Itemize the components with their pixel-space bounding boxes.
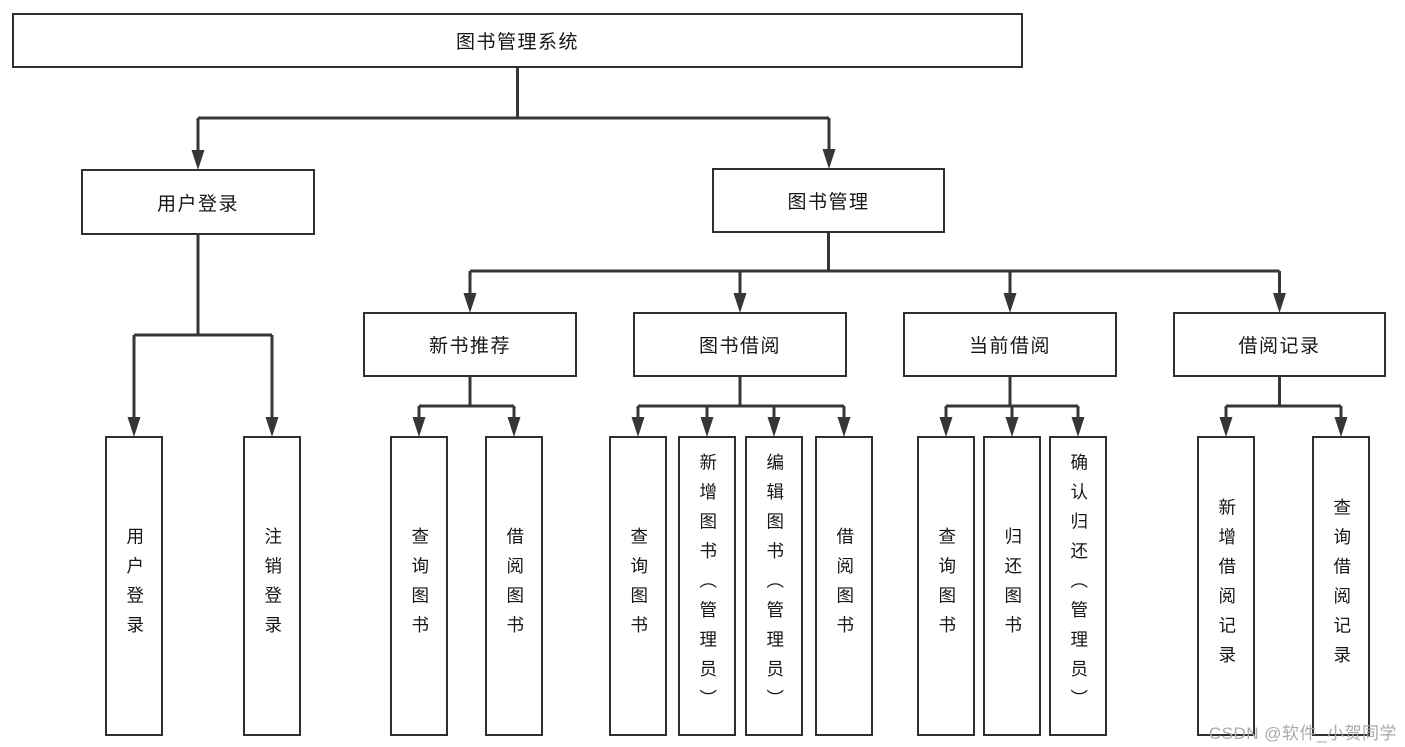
leaf-query-borrow-record-label: 查询借阅记录 (1331, 497, 1352, 675)
leaf-add-book-admin: 新增图书（管理员） (678, 436, 736, 736)
leaf-add-book-admin-label: 新增图书（管理员） (697, 453, 718, 719)
leaf-borrow-book-1-label: 借阅图书 (504, 527, 525, 645)
leaf-return-book-label: 归还图书 (1002, 527, 1023, 645)
leaf-add-borrow-record: 新增借阅记录 (1197, 436, 1255, 736)
leaf-user-login: 用户登录 (105, 436, 163, 736)
node-user-login: 用户登录 (81, 169, 315, 235)
node-root-label: 图书管理系统 (455, 32, 579, 53)
leaf-logout: 注销登录 (243, 436, 301, 736)
leaf-query-book-2-label: 查询图书 (628, 527, 649, 645)
node-borrow-records: 借阅记录 (1173, 312, 1386, 377)
leaf-confirm-return-admin: 确认归还（管理员） (1049, 436, 1107, 736)
leaf-add-borrow-record-label: 新增借阅记录 (1216, 497, 1237, 675)
leaf-query-book-3-label: 查询图书 (936, 527, 957, 645)
leaf-edit-book-admin-label: 编辑图书（管理员） (764, 453, 785, 719)
leaf-borrow-book-2: 借阅图书 (815, 436, 873, 736)
leaf-return-book: 归还图书 (983, 436, 1041, 736)
node-borrow-records-label: 借阅记录 (1238, 336, 1321, 357)
leaf-query-book-2: 查询图书 (609, 436, 667, 736)
node-new-book-recommend: 新书推荐 (363, 312, 577, 377)
node-book-management-label: 图书管理 (787, 192, 870, 213)
leaf-query-borrow-record: 查询借阅记录 (1312, 436, 1370, 736)
connector-paths (132, 68, 1343, 419)
node-book-borrow-label: 图书借阅 (698, 336, 781, 357)
leaf-borrow-book-1: 借阅图书 (485, 436, 543, 736)
node-current-borrow-label: 当前借阅 (968, 336, 1051, 357)
leaf-query-book-3: 查询图书 (917, 436, 975, 736)
leaf-logout-label: 注销登录 (262, 527, 283, 645)
node-book-borrow: 图书借阅 (633, 312, 847, 377)
leaf-query-book-1: 查询图书 (390, 436, 448, 736)
node-new-book-recommend-label: 新书推荐 (428, 336, 511, 357)
node-root: 图书管理系统 (12, 13, 1023, 68)
leaf-user-login-label: 用户登录 (124, 527, 145, 645)
csdn-watermark: CSDN @软件_小贺同学 (1208, 724, 1397, 743)
leaf-edit-book-admin: 编辑图书（管理员） (745, 436, 803, 736)
node-current-borrow: 当前借阅 (903, 312, 1117, 377)
arrowheads (127, 149, 1348, 437)
node-user-login-label: 用户登录 (156, 193, 239, 215)
node-book-management: 图书管理 (712, 168, 945, 233)
leaf-query-book-1-label: 查询图书 (409, 527, 430, 645)
leaf-borrow-book-2-label: 借阅图书 (834, 527, 855, 645)
leaf-confirm-return-admin-label: 确认归还（管理员） (1068, 453, 1089, 719)
